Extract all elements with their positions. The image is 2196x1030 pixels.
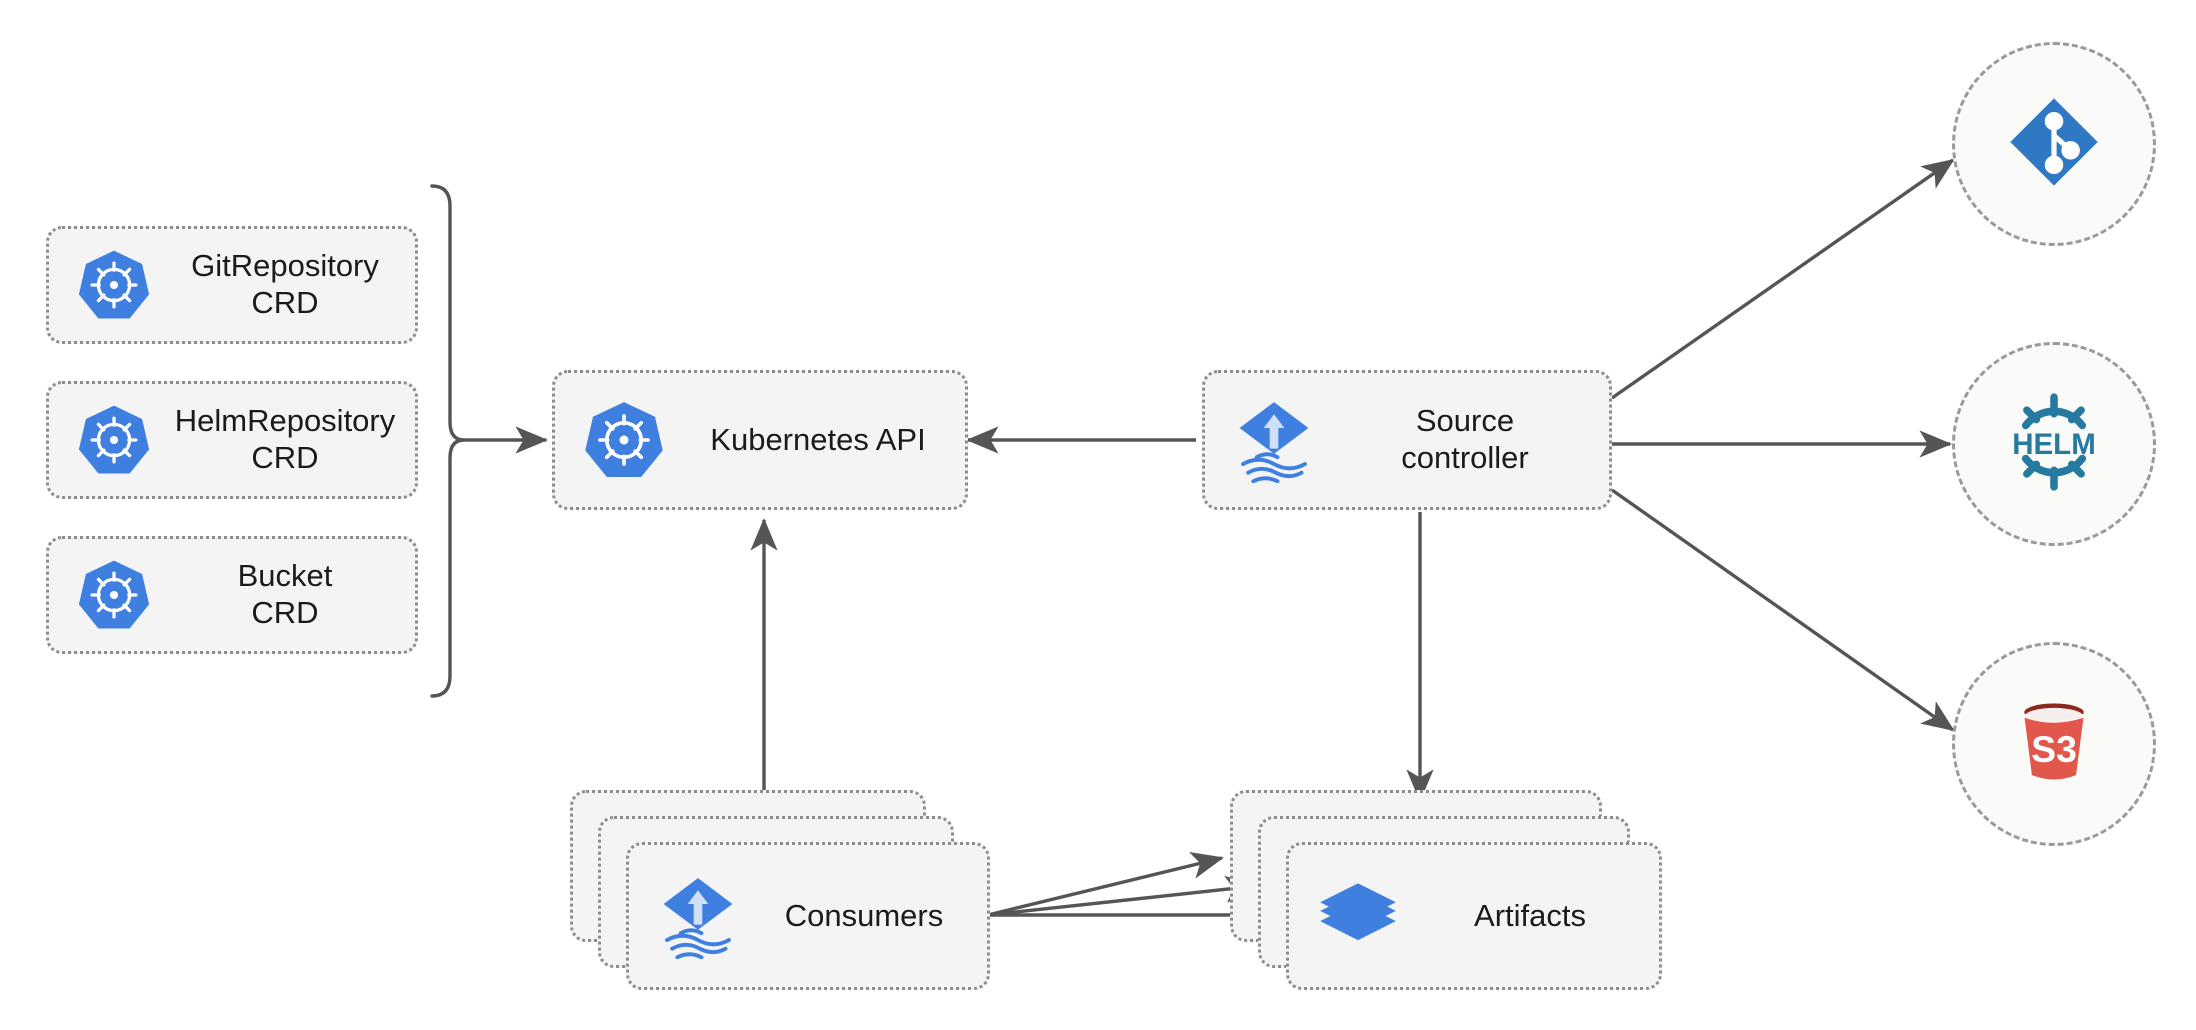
flux-icon: [655, 873, 741, 959]
layers-icon: [1315, 873, 1401, 959]
crd-card-bucket[interactable]: Bucket CRD: [46, 536, 418, 654]
edge-sourcecontroller-to-s3: [1611, 488, 1955, 732]
node-kubernetes-api[interactable]: Kubernetes API: [552, 370, 968, 510]
node-label: Artifacts: [1474, 898, 1586, 933]
crd-group-bracket: [430, 184, 465, 698]
kubernetes-icon: [581, 397, 667, 483]
helm-icon: HELM: [1995, 383, 2113, 506]
s3-label: S3: [2031, 727, 2077, 769]
node-consumers[interactable]: Consumers: [570, 790, 990, 990]
source-circle-helm[interactable]: HELM: [1952, 342, 2156, 546]
kubernetes-icon: [75, 246, 153, 324]
git-icon: [2002, 90, 2106, 199]
stack-card-front[interactable]: Consumers: [626, 842, 990, 990]
crd-label: Bucket CRD: [237, 558, 333, 630]
source-circle-git[interactable]: [1952, 42, 2156, 246]
crd-label: HelmRepository CRD: [174, 403, 396, 475]
node-label: Consumers: [784, 898, 944, 933]
crd-label: GitRepository CRD: [191, 248, 379, 320]
helm-label: HELM: [2012, 427, 2096, 460]
crd-card-gitrepository[interactable]: GitRepository CRD: [46, 226, 418, 344]
kubernetes-icon: [75, 401, 153, 479]
stack-card-front[interactable]: Artifacts: [1286, 842, 1662, 990]
node-source-controller[interactable]: Source controller: [1202, 370, 1612, 510]
kubernetes-icon: [75, 556, 153, 634]
s3-icon: S3: [1999, 687, 2109, 802]
source-circle-s3[interactable]: S3: [1952, 642, 2156, 846]
flux-icon: [1231, 397, 1317, 483]
edge-consumers-to-artifacts-1: [987, 852, 1224, 917]
edge-sourcecontroller-to-git: [1611, 158, 1955, 400]
node-label: Kubernetes API: [710, 421, 926, 457]
node-artifacts[interactable]: Artifacts: [1230, 790, 1662, 990]
node-label: Source controller: [1401, 403, 1529, 475]
crd-card-helmrepository[interactable]: HelmRepository CRD: [46, 381, 418, 499]
edge-consumers-to-artifacts-2: [987, 875, 1259, 917]
